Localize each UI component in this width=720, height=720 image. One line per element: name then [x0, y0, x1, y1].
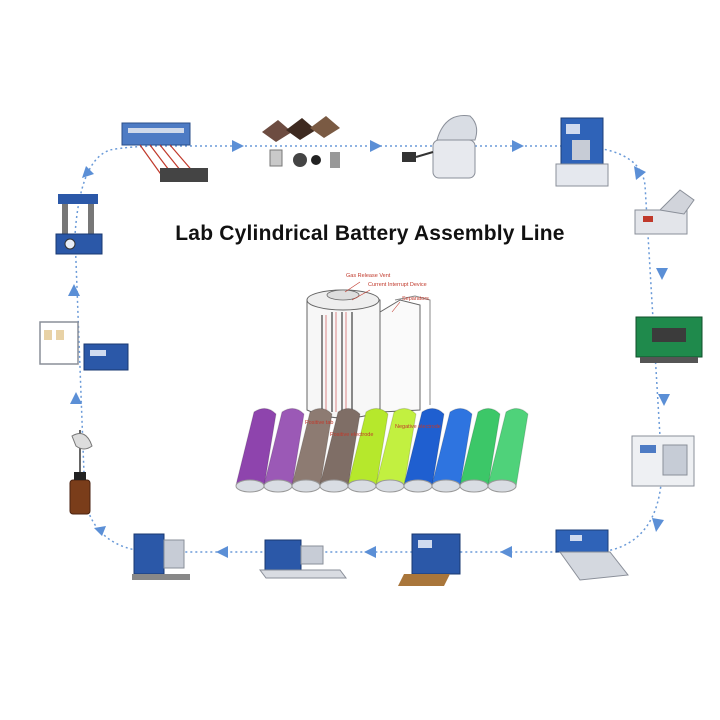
coating-machine-icon	[634, 189, 695, 235]
arrow-up-12	[70, 392, 82, 404]
spot-welder-icon	[398, 533, 461, 586]
arrow-left-10	[216, 546, 228, 558]
battery-row	[235, 408, 529, 493]
battery-cell	[263, 408, 305, 493]
planetary-mixer-icon	[402, 115, 478, 179]
rolling-press-icon	[635, 316, 703, 363]
label-negative-electrode: Negative electrode	[395, 424, 441, 430]
arrow-down-left-7	[652, 518, 664, 532]
label-gas-release-vent: Gas Release Vent	[346, 273, 391, 279]
label-separators: Separators	[402, 296, 429, 302]
battery-analyzer-icon	[121, 122, 208, 182]
arrow-up-13	[68, 284, 80, 296]
label-positive-electrode: Positive electrode	[330, 432, 374, 438]
arrow-down-5	[656, 268, 668, 280]
arrow-left-9	[364, 546, 376, 558]
arrow-right-3	[512, 140, 524, 152]
battery-cell	[487, 408, 529, 493]
vacuum-oven-icon	[631, 435, 695, 487]
battery-cell	[291, 408, 333, 493]
vacuum-mixer-icon	[555, 117, 609, 187]
arrow-down-6	[658, 394, 670, 406]
arrow-right-2	[370, 140, 382, 152]
arrow-right-1	[232, 140, 244, 152]
arrow-left-8	[500, 546, 512, 558]
coin-cell-parts-icon	[262, 116, 340, 168]
battery-cell	[347, 408, 389, 493]
page-title: Lab Cylindrical Battery Assembly Line	[175, 222, 565, 245]
label-current-interrupt-device: Current Interrupt Device	[368, 282, 427, 288]
arrow-down-right-4	[634, 166, 646, 180]
label-positive-tab: Positive tab	[305, 420, 334, 426]
grooving-machine-icon	[132, 533, 190, 580]
battery-cell	[403, 408, 445, 493]
slitting-machine-icon	[555, 529, 629, 581]
battery-cell	[235, 408, 277, 493]
arrow-up-right-14	[82, 166, 94, 178]
battery-cell	[319, 408, 361, 493]
glovebox-system-icon	[39, 321, 129, 371]
crimping-machine-icon	[55, 194, 103, 255]
battery-cell	[375, 408, 417, 493]
arrow-up-left-11	[94, 526, 106, 536]
winding-machine-icon	[259, 539, 347, 579]
cell-cross-section	[306, 281, 431, 419]
battery-cell	[459, 408, 501, 493]
electrolyte-filling-icon	[69, 430, 93, 515]
battery-cell	[431, 408, 473, 493]
